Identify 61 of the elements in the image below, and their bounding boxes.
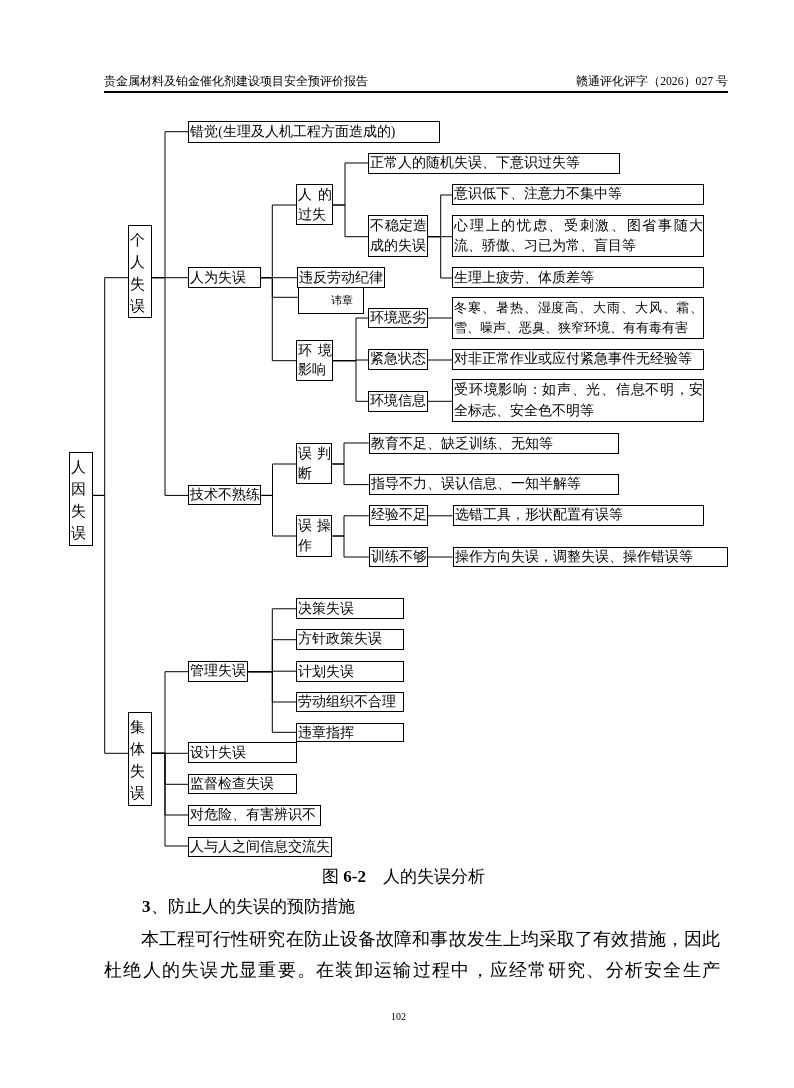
text-box: 方针政策失误 (296, 629, 405, 650)
text-box: 人的过失 (296, 184, 333, 225)
connector-line (260, 494, 297, 537)
connector-line (331, 463, 370, 486)
page-number: 102 (391, 1011, 406, 1023)
text-box: 管理失误 (188, 661, 249, 682)
header-text: 贵金属材料及铂金催化剂建设项目安全预评价报告 (104, 75, 368, 90)
text-box: 教育不足、缺乏训练、无知等 (368, 432, 620, 454)
connector-line (92, 494, 129, 754)
text-box: 冬寒、暑热、湿度高、大雨、大风、霜、雪、噪声、恶臭、狭窄环境、有有毒有害 (452, 297, 705, 340)
text-box: 对危险、有害辨识不 (188, 805, 321, 826)
text-box: 讳章 (298, 288, 365, 314)
text-box: 不稳定造成的失误 (368, 215, 428, 258)
text-box: 紧急状态 (368, 349, 428, 370)
text-box: 违反劳动纪律 (297, 267, 386, 289)
text-box: 选错工具，形状配置有误等 (452, 505, 704, 527)
text-box: 决策失误 (296, 598, 405, 620)
connector-line (151, 277, 189, 496)
connector-line (151, 752, 189, 847)
text-box: 集体失误 (128, 712, 153, 806)
connector-line (427, 556, 453, 558)
figure-caption: 图 6-2 人的失误分析 (322, 866, 485, 888)
document-number: 赣通评化评字（2026）027 号 (576, 75, 728, 90)
connector-line (331, 535, 370, 558)
text-box: 经验不足 (368, 505, 428, 527)
text-box: 人因失误 (68, 452, 93, 546)
connector-line (247, 671, 297, 733)
connector-line (427, 359, 453, 361)
text-box: 误判断 (296, 443, 333, 485)
text-box: 意识低下、注意力不集中等 (452, 184, 705, 205)
text-box: 劳动组织不合理 (296, 691, 405, 713)
text-box: 心理上的忧虑、受刺激、图省事随大流、骄傲、习已为常、盲目等 (452, 215, 705, 258)
text-box: 训练不够 (368, 547, 428, 567)
text-box: 生理上疲劳、体质差等 (452, 267, 705, 289)
text-box: 设计失误 (188, 742, 297, 764)
text-box: 环境信息 (368, 391, 428, 412)
text-box: 受环境影响：如声、光、信息不明，安全标志、安全色不明等 (452, 379, 705, 422)
text-box: 环境恶劣 (368, 307, 428, 329)
connector-line (260, 277, 297, 362)
text-box: 违章指挥 (296, 723, 405, 743)
text-box: 人与人之间信息交流失 (188, 836, 333, 857)
text-box: 监督检查失误 (188, 774, 297, 795)
text-box: 环境影响 (296, 340, 333, 381)
connector-line (427, 317, 453, 319)
section-heading: 3、防止人的失误的预防措施 (142, 897, 355, 918)
text-box: 计划失误 (296, 660, 405, 682)
text-box: 误操作 (296, 515, 333, 557)
text-box: 错觉(生理及人机工程方面造成的) (188, 121, 441, 143)
body-paragraph: 本工程可行性研究在防止设备故障和事故发生上均采取了有效措施，因此杜绝人的失误尤显重要。在装卸运输过程中，应经常研究、分析安全生产 (104, 927, 720, 982)
text-box: 指导不力、误认信息、一知半解等 (368, 474, 620, 495)
connector-line (332, 360, 369, 402)
text-box: 正常人的随机失误、下意识过失等 (368, 153, 621, 174)
text-box: 个人失误 (128, 225, 153, 319)
connector-line (427, 236, 453, 279)
connector-line (332, 204, 369, 238)
text-box: 对非正常作业或应付紧急事件无经验等 (452, 349, 705, 370)
text-box: 操作方向失误，调整失误、操作错误等 (452, 547, 728, 567)
text-box: 人为失误 (188, 267, 261, 289)
text-box: 技术不熟练 (188, 484, 262, 506)
connector-line (427, 515, 453, 517)
connector-line (427, 400, 453, 402)
